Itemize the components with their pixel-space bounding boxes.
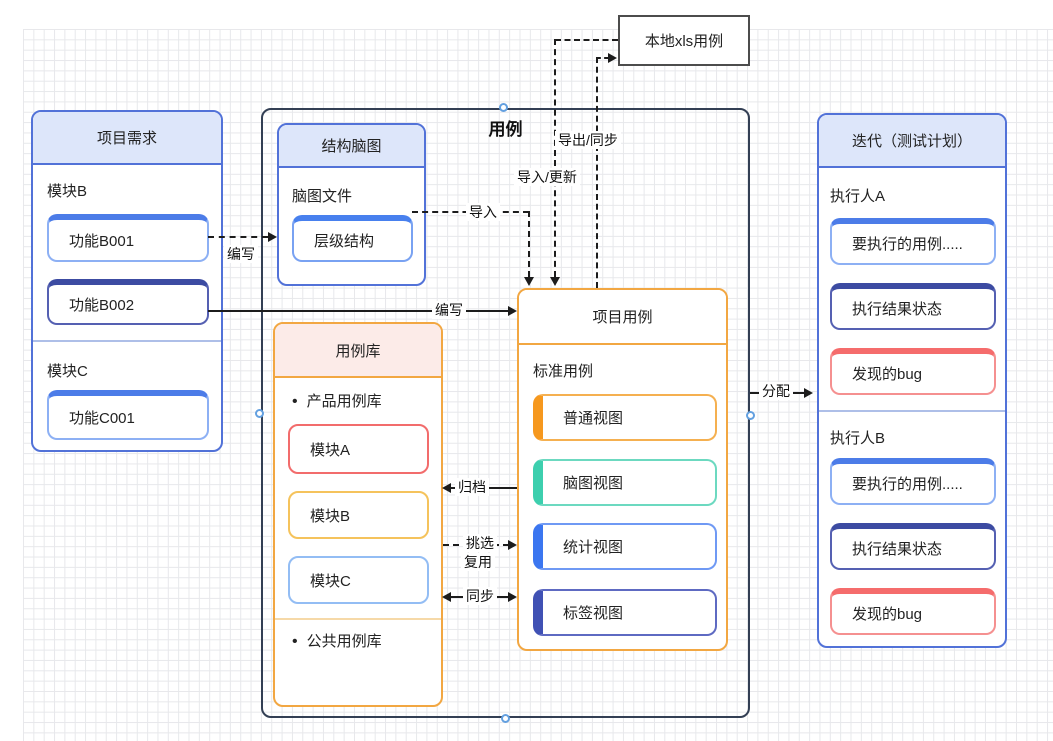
tag-view-label: 标签视图 bbox=[563, 605, 624, 622]
edge-import-arrowhead bbox=[524, 277, 534, 286]
executor-b-cases-card[interactable]: 要执行的用例..... bbox=[830, 458, 996, 505]
executor-a-bug-label: 发现的bug bbox=[852, 366, 923, 383]
connection-handle-top[interactable] bbox=[499, 103, 508, 112]
normal-view-card[interactable]: 普通视图 bbox=[533, 394, 717, 441]
edge-write-dashed[interactable] bbox=[208, 236, 268, 238]
stats-view-label: 统计视图 bbox=[563, 539, 624, 556]
edge-import-update-label: 导入/更新 bbox=[514, 168, 580, 186]
requirements-header: 项目需求 bbox=[33, 112, 221, 165]
mindmap-header: 结构脑图 bbox=[279, 125, 424, 168]
library-title: 用例库 bbox=[335, 342, 381, 360]
library-module-a-label: 模块A bbox=[310, 441, 351, 459]
feature-b002-label: 功能B002 bbox=[69, 296, 135, 314]
library-panel[interactable]: 用例库 产品用例库 模块A 模块B 模块C 公共用例库 bbox=[273, 322, 443, 707]
feature-b002-card[interactable]: 功能B002 bbox=[47, 279, 209, 325]
connection-handle-right[interactable] bbox=[746, 411, 755, 420]
public-library-bullet: 公共用例库 bbox=[292, 630, 382, 651]
local-xls-label: 本地xls用例 bbox=[644, 33, 724, 50]
module-b-section-label: 模块B bbox=[47, 183, 88, 200]
library-divider bbox=[275, 618, 441, 620]
edge-export-sync[interactable] bbox=[596, 57, 598, 288]
edge-import-vertical[interactable] bbox=[528, 211, 530, 277]
module-c-section-label: 模块C bbox=[47, 363, 88, 380]
edge-import-update-arrowhead bbox=[550, 277, 560, 286]
connection-handle-bottom[interactable] bbox=[501, 714, 510, 723]
library-module-c-card[interactable]: 模块C bbox=[288, 556, 429, 604]
edge-write-solid-arrowhead bbox=[508, 306, 517, 316]
stats-view-card[interactable]: 统计视图 bbox=[533, 523, 717, 570]
edge-pick-reuse-arrowhead bbox=[508, 540, 517, 550]
library-module-b-card[interactable]: 模块B bbox=[288, 491, 429, 539]
executor-b-label: 执行人B bbox=[830, 430, 886, 447]
edge-pick-label: 挑选 bbox=[463, 534, 497, 552]
edge-import-update-horizontal[interactable] bbox=[555, 39, 618, 41]
executor-a-cases-card[interactable]: 要执行的用例..... bbox=[830, 218, 996, 265]
iteration-divider bbox=[819, 410, 1005, 412]
requirements-title: 项目需求 bbox=[96, 130, 157, 147]
executor-b-bug-label: 发现的bug bbox=[852, 606, 923, 623]
edge-sync-label: 同步 bbox=[463, 587, 497, 605]
mindmap-view-label: 脑图视图 bbox=[563, 475, 624, 492]
edge-reuse-label: 复用 bbox=[461, 553, 495, 571]
edge-assign-label: 分配 bbox=[759, 382, 793, 400]
executor-b-cases-label: 要执行的用例..... bbox=[852, 476, 963, 493]
edge-write-dashed-arrowhead bbox=[268, 232, 277, 242]
iteration-title: 迭代（测试计划） bbox=[851, 133, 972, 150]
connection-handle-left[interactable] bbox=[255, 409, 264, 418]
feature-b001-card[interactable]: 功能B001 bbox=[47, 214, 209, 262]
mindmap-view-card[interactable]: 脑图视图 bbox=[533, 459, 717, 506]
library-header: 用例库 bbox=[275, 324, 441, 378]
hierarchy-card[interactable]: 层级结构 bbox=[292, 215, 413, 262]
executor-b-bug-card[interactable]: 发现的bug bbox=[830, 588, 996, 635]
mindmap-panel[interactable]: 结构脑图 脑图文件 层级结构 bbox=[277, 123, 426, 286]
requirements-panel[interactable]: 项目需求 模块B 功能B001 功能B002 模块C 功能C001 bbox=[31, 110, 223, 452]
edge-archive-arrowhead bbox=[442, 483, 451, 493]
edge-sync-right-arrowhead bbox=[508, 592, 517, 602]
edge-write-solid-label: 编写 bbox=[432, 301, 466, 319]
edge-archive-label: 归档 bbox=[455, 478, 489, 496]
edge-export-sync-arrowhead bbox=[608, 53, 617, 63]
project-cases-panel[interactable]: 项目用例 标准用例 普通视图 脑图视图 统计视图 标签视图 bbox=[517, 288, 728, 651]
executor-a-status-label: 执行结果状态 bbox=[852, 301, 943, 318]
executor-a-bug-card[interactable]: 发现的bug bbox=[830, 348, 996, 395]
iteration-header: 迭代（测试计划） bbox=[819, 115, 1005, 168]
edge-export-sync-horizontal[interactable] bbox=[596, 57, 609, 59]
executor-b-status-card[interactable]: 执行结果状态 bbox=[830, 523, 996, 570]
usecase-container-title: 用例 bbox=[488, 120, 523, 139]
edge-write-dashed-label: 编写 bbox=[224, 245, 258, 263]
project-cases-header: 项目用例 bbox=[519, 290, 726, 345]
edge-assign-arrowhead bbox=[804, 388, 813, 398]
project-cases-title: 项目用例 bbox=[592, 309, 653, 326]
feature-b001-label: 功能B001 bbox=[69, 232, 135, 250]
standard-cases-label: 标准用例 bbox=[533, 363, 594, 380]
executor-a-label: 执行人A bbox=[830, 188, 886, 205]
edge-sync-left-arrowhead bbox=[442, 592, 451, 602]
library-module-a-card[interactable]: 模块A bbox=[288, 424, 429, 474]
feature-c001-card[interactable]: 功能C001 bbox=[47, 390, 209, 440]
executor-b-status-label: 执行结果状态 bbox=[852, 541, 943, 558]
mindmap-file-label: 脑图文件 bbox=[292, 188, 353, 205]
hierarchy-label: 层级结构 bbox=[314, 233, 375, 250]
feature-c001-label: 功能C001 bbox=[69, 409, 135, 427]
local-xls-node[interactable]: 本地xls用例 bbox=[618, 15, 750, 66]
executor-a-status-card[interactable]: 执行结果状态 bbox=[830, 283, 996, 330]
edge-import-label: 导入 bbox=[466, 203, 500, 221]
product-library-bullet: 产品用例库 bbox=[292, 390, 382, 411]
library-module-b-label: 模块B bbox=[310, 507, 351, 525]
mindmap-title: 结构脑图 bbox=[321, 138, 382, 155]
iteration-panel[interactable]: 迭代（测试计划） 执行人A 要执行的用例..... 执行结果状态 发现的bug … bbox=[817, 113, 1007, 648]
tag-view-card[interactable]: 标签视图 bbox=[533, 589, 717, 636]
requirements-divider bbox=[33, 340, 221, 342]
executor-a-cases-label: 要执行的用例..... bbox=[852, 236, 963, 253]
edge-export-sync-label: 导出/同步 bbox=[555, 131, 621, 149]
normal-view-label: 普通视图 bbox=[563, 410, 624, 427]
edge-import-update[interactable] bbox=[554, 39, 556, 277]
edge-write-solid[interactable] bbox=[208, 310, 509, 312]
library-module-c-label: 模块C bbox=[310, 572, 351, 590]
